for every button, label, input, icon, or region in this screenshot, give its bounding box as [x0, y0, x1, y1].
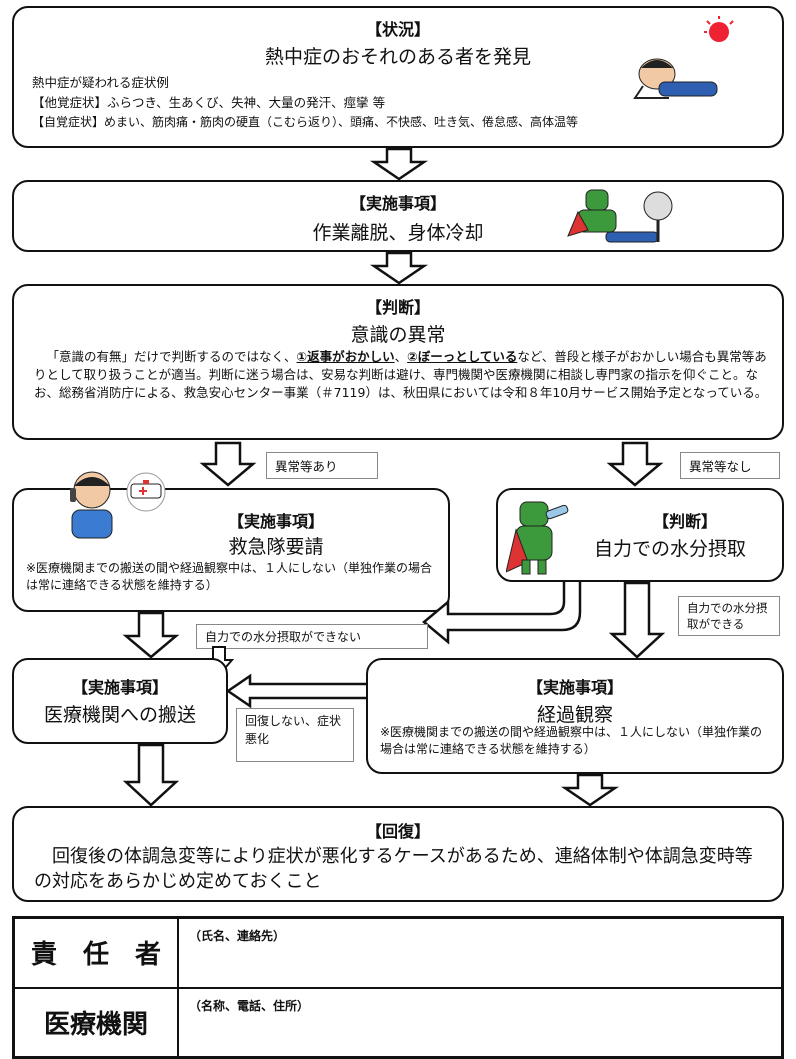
down-arrow-observe-recovery [560, 773, 620, 807]
transport-box: 【実施事項】 医療機関への搬送 [12, 658, 228, 744]
action1-header: 【実施事項】 [349, 194, 446, 213]
judgement1-body: 「意識の有無」だけで判断するのではなく、①返事がおかしい、②ぼーっとしているなど… [34, 348, 768, 402]
recovery-box: 【回復】 回復後の体調急変等により症状が悪化するケースがあるため、連絡体制や体調… [12, 806, 784, 902]
left-arrow-not-recovered [225, 673, 374, 709]
ambulance-box: 【実施事項】 救急隊要請 ※医療機関までの搬送の間や経過観察中は、１人にしない（… [12, 471, 450, 612]
label-not-recovered: 回復しない、症状悪化 [236, 708, 354, 762]
observation-note: ※医療機関までの搬送の間や経過観察中は、１人にしない（単独作業の場合は常に連絡で… [380, 725, 763, 756]
label-abnormal-no: 異常等なし [680, 452, 780, 479]
label-can-drink: 自力での水分摂取ができる [678, 596, 780, 636]
down-arrow-abnormal-yes [199, 441, 257, 487]
table-row: 責 任 者 （氏名、連絡先） [12, 916, 784, 989]
cooling-rescue-icon [567, 189, 673, 243]
arrow-cannot-drink [422, 582, 582, 645]
observation-header: 【実施事項】 [526, 678, 623, 697]
observation-title: 経過観察 [536, 704, 613, 726]
medical-institution-label: 医療機関 [12, 986, 179, 1059]
responsible-person-label: 責 任 者 [12, 916, 179, 989]
phone-call-person-icon [70, 471, 113, 539]
symptoms-title: 熱中症が疑われる症状例 [32, 75, 169, 90]
observation-box: 【実施事項】 経過観察 ※医療機関までの搬送の間や経過観察中は、１人にしない（単… [366, 658, 784, 774]
judgement2-header: 【判断】 [652, 512, 717, 531]
recovery-body: 回復後の体調急変等により症状が悪化するケースがあるため、連絡体制や体調急変時等の… [34, 846, 753, 892]
drinking-water-icon [506, 501, 569, 575]
ambulance-icon [126, 472, 166, 512]
emphasis-absent-minded: ②ぼーっとしている [407, 349, 518, 364]
contact-table: 責 任 者 （氏名、連絡先） 医療機関 （名称、電話、住所） [12, 916, 784, 1059]
judgement1-box: 【判断】 意識の異常 「意識の有無」だけで判断するのではなく、①返事がおかしい、… [12, 284, 784, 440]
down-arrow-transport-recovery [122, 743, 180, 807]
body-sep: 、 [394, 349, 408, 364]
situation-header: 【状況】 [365, 20, 430, 39]
label-abnormal-yes: 異常等あり [266, 452, 378, 479]
collapsed-person-icon [633, 16, 734, 99]
responsible-person-field[interactable]: （氏名、連絡先） [177, 916, 784, 989]
responsible-person-hint: （氏名、連絡先） [189, 929, 286, 943]
judgement2-title: 自力での水分摂取 [593, 538, 746, 560]
label-cannot-drink: 自力での水分摂取ができない [196, 624, 428, 649]
ambulance-note: ※医療機関までの搬送の間や経過観察中は、１人にしない（単独作業の場合は常に連絡で… [26, 561, 433, 592]
down-arrow-ambulance [122, 611, 180, 659]
action1-box: 【実施事項】 作業離脱、身体冷却 [12, 180, 784, 252]
transport-title: 医療機関への搬送 [43, 704, 196, 726]
self-symptoms: 【自覚症状】めまい、筋肉痛・筋肉の硬直（こむら返り）、頭痛、不快感、吐き気、倦怠… [32, 115, 579, 129]
ambulance-title: 救急隊要請 [228, 536, 324, 558]
medical-institution-field[interactable]: （名称、電話、住所） [177, 986, 784, 1059]
table-row: 医療機関 （名称、電話、住所） [12, 986, 784, 1059]
other-symptoms: 【他覚症状】ふらつき、生あくび、失神、大量の発汗、痙攣 等 [32, 95, 386, 110]
down-arrow-abnormal-no [606, 441, 664, 487]
judgement1-header: 【判断】 [365, 298, 430, 317]
situation-box: 【状況】 熱中症のおそれのある者を発見 熱中症が疑われる症状例 【他覚症状】ふら… [12, 6, 784, 148]
down-arrow-can-drink [608, 581, 666, 659]
action1-title: 作業離脱、身体冷却 [312, 222, 484, 244]
judgement1-title: 意識の異常 [350, 324, 446, 346]
down-arrow-2 [369, 251, 429, 285]
recovery-header: 【回復】 [365, 822, 430, 841]
judgement2-box: 【判断】 自力での水分摂取 [496, 488, 784, 582]
body-suffix: など、普段と様子がおかしい場合も異常等ありとして取り扱うことが適当。判断に迷う場… [34, 349, 768, 400]
down-arrow-1 [369, 147, 429, 181]
transport-header: 【実施事項】 [71, 678, 168, 697]
ambulance-header: 【実施事項】 [227, 512, 324, 531]
medical-institution-hint: （名称、電話、住所） [189, 998, 310, 1013]
emphasis-reply-strange: ①返事がおかしい [296, 349, 395, 364]
situation-title: 熱中症のおそれのある者を発見 [264, 46, 531, 68]
body-prefix: 「意識の有無」だけで判断するのではなく、 [46, 349, 297, 364]
